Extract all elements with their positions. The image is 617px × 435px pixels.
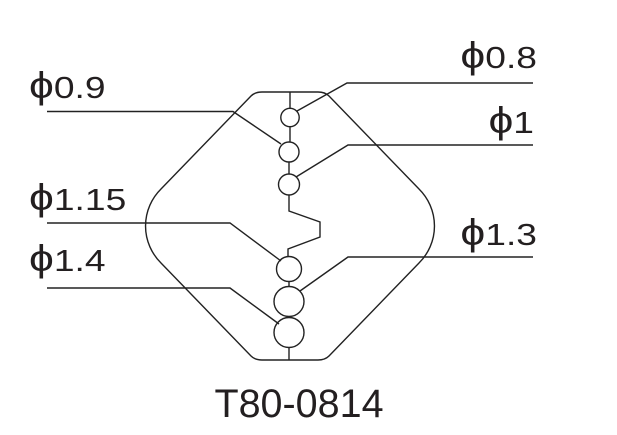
cavity-circle-0.8: [280, 107, 300, 128]
label-phi-0.8: ϕ0.8: [460, 35, 537, 77]
die-outline: [144, 91, 436, 361]
leader-phi-0.8: [296, 82, 533, 112]
die-centerline: [288, 92, 291, 360]
leader-phi-1: [295, 144, 533, 178]
leader-phi-1.15: [47, 222, 282, 262]
parting-zigzag: [287, 195, 321, 257]
cavity-circle-1.15: [275, 255, 303, 283]
cavity-circle-1.4: [273, 316, 305, 349]
label-phi-1.15: ϕ1.15: [29, 177, 126, 219]
label-phi-1.3: ϕ1.3: [460, 212, 537, 254]
cavity-circle-0.9: [278, 141, 300, 163]
die-model-title: T80-0814: [214, 382, 383, 426]
cavity-circle-1: [277, 173, 301, 196]
leader-phi-0.9: [47, 110, 282, 145]
leader-phi-1.4: [47, 287, 280, 325]
label-phi-1: ϕ1: [488, 100, 534, 142]
cavity-circle-1.3: [273, 285, 305, 318]
label-phi-1.4: ϕ1.4: [29, 238, 106, 280]
leader-phi-1.3: [299, 256, 533, 292]
label-phi-0.9: ϕ0.9: [29, 65, 106, 107]
